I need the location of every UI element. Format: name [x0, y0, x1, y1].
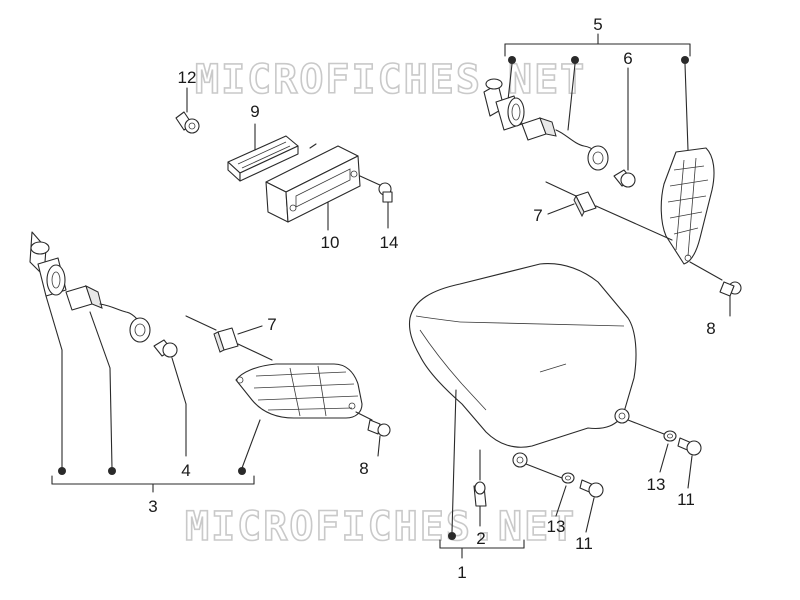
- dot-5b: [571, 56, 579, 64]
- screw-12: [175, 111, 200, 134]
- leader-7-left: [237, 325, 263, 335]
- dot-3b: [108, 467, 116, 475]
- bulb-4: [153, 339, 178, 358]
- screw-14: [359, 175, 393, 203]
- callout-1: 1: [457, 563, 466, 582]
- lens-left: [235, 363, 363, 419]
- dot-5c: [681, 56, 689, 64]
- dot-3a: [58, 467, 66, 475]
- connector-left: [65, 285, 139, 321]
- washer-13-upper: [627, 419, 677, 442]
- leader-7-right: [547, 203, 575, 215]
- bulb-2: [473, 481, 487, 507]
- leader-11-upper: [687, 455, 693, 489]
- washer-13-lower: [525, 463, 575, 484]
- screw-11-upper: [677, 437, 702, 456]
- leader-4: [171, 357, 187, 405]
- leader-13-lower: [555, 485, 567, 517]
- callout-2: 2: [476, 529, 485, 548]
- callout-4: 4: [181, 461, 190, 480]
- leader-11-lower: [585, 497, 595, 533]
- screw-11-lower: [579, 479, 604, 498]
- connector-right: [521, 117, 597, 153]
- lens-9: [227, 135, 299, 182]
- leader-8-left: [377, 435, 381, 457]
- rear-light-housing-1: [408, 263, 637, 468]
- screw-8-right: [689, 261, 742, 297]
- clip-7-right: [545, 181, 673, 241]
- callout-8-right: 8: [706, 319, 715, 338]
- callout-11-lower: 11: [575, 534, 593, 553]
- leader-13-upper: [659, 443, 669, 473]
- callout-7-right: 7: [533, 206, 542, 225]
- callout-3: 3: [148, 497, 157, 516]
- callout-5: 5: [593, 15, 602, 34]
- bulb-holder-left: [129, 317, 151, 343]
- callout-10: 10: [321, 233, 340, 252]
- callout-13-upper: 13: [647, 475, 666, 494]
- housing-10-edge: [309, 143, 317, 149]
- dot-1: [448, 532, 456, 540]
- watermark-top: MICROFICHES.NET: [195, 57, 586, 103]
- callout-6: 6: [623, 49, 632, 68]
- clip-7-left: [185, 315, 273, 361]
- bulb-socket-left: [29, 231, 67, 297]
- callout-13-lower: 13: [547, 517, 566, 536]
- lens-right: [660, 147, 715, 265]
- dot-3c: [238, 467, 246, 475]
- bulb-holder-right: [587, 145, 609, 171]
- watermark-bottom: MICROFICHES.NET: [185, 504, 576, 550]
- callout-12: 12: [178, 68, 197, 87]
- screw-8-left: [355, 411, 391, 437]
- callout-9: 9: [250, 102, 259, 121]
- callout-7-left: 7: [267, 315, 276, 334]
- callout-14: 14: [380, 233, 399, 252]
- bulb-socket-right: [483, 78, 525, 131]
- callout-11-upper: 11: [677, 490, 695, 509]
- dot-5a: [508, 56, 516, 64]
- callout-8-left: 8: [359, 459, 368, 478]
- housing-10: [265, 145, 361, 223]
- bulb-6: [613, 169, 636, 188]
